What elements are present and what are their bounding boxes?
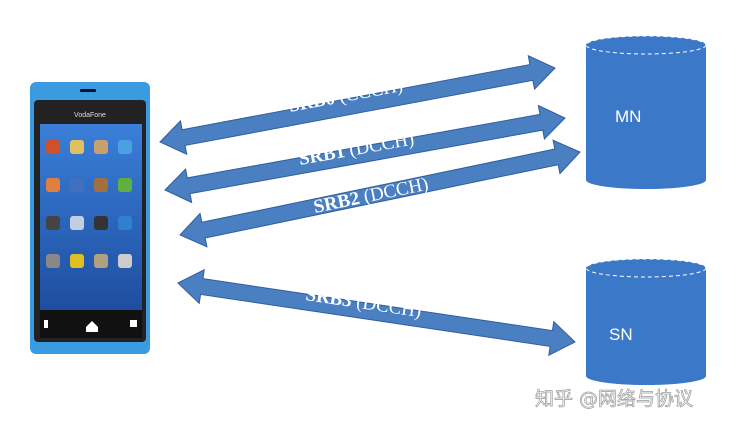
grid-icon — [130, 320, 137, 327]
app-icon — [46, 178, 60, 192]
srb-arrow — [164, 104, 566, 204]
app-icon — [70, 140, 84, 154]
phone-brand: VodaFone — [74, 112, 106, 119]
srb-arrow — [159, 54, 556, 156]
app-icon — [70, 254, 84, 268]
app-icon — [118, 140, 132, 154]
app-icon — [46, 254, 60, 268]
mn-cylinder: MN — [585, 35, 707, 189]
home-icon — [86, 321, 98, 332]
app-icon — [94, 216, 108, 230]
app-icon — [94, 254, 108, 268]
srb-arrow — [179, 139, 581, 248]
app-icon — [118, 178, 132, 192]
sn-cylinder: SN — [585, 258, 707, 385]
srb-arrow — [177, 268, 576, 357]
app-icon — [118, 254, 132, 268]
app-icon — [118, 216, 132, 230]
app-icon — [46, 140, 60, 154]
app-icon — [70, 178, 84, 192]
app-icon — [94, 140, 108, 154]
app-icon — [46, 216, 60, 230]
srb-label: SRB2 (DCCH) — [312, 174, 431, 218]
phone-image: VodaFone — [30, 82, 150, 354]
mn-label: MN — [615, 107, 641, 126]
app-icon — [70, 216, 84, 230]
sn-label: SN — [609, 325, 633, 344]
watermark: 知乎 @网络与协议 — [535, 388, 693, 410]
app-icon — [94, 178, 108, 192]
